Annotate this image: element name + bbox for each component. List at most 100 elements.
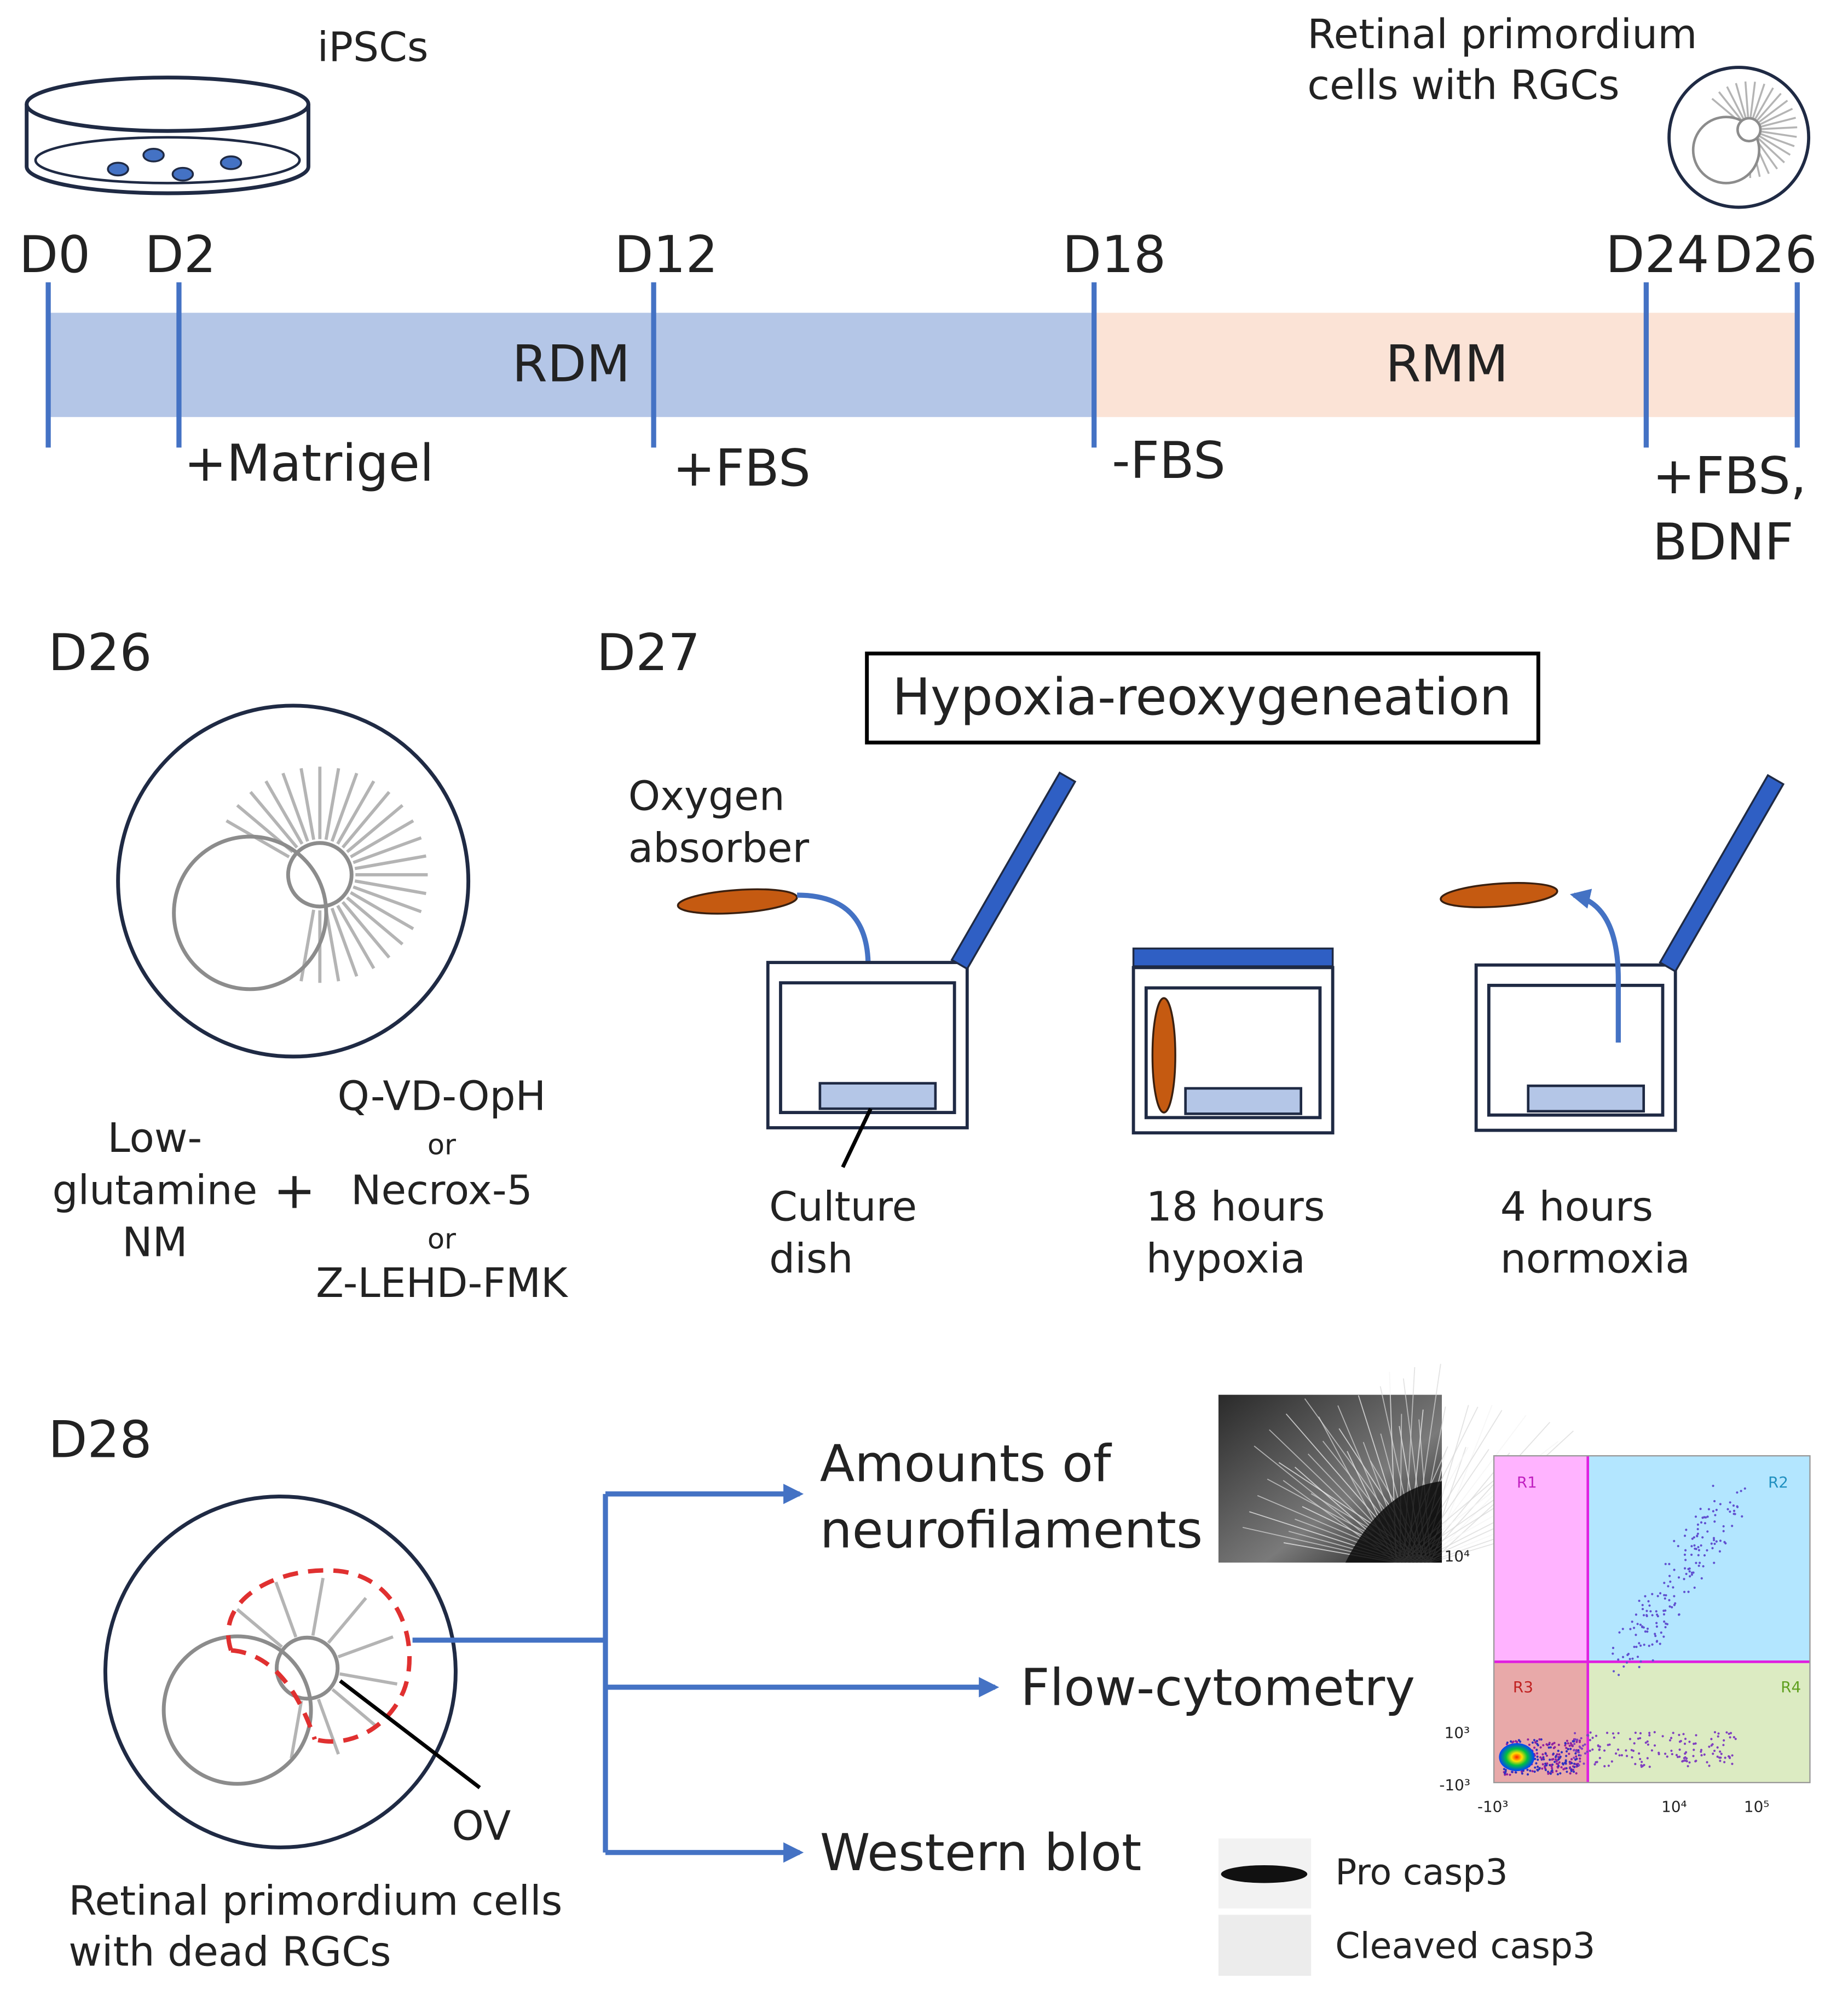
neurite-ray bbox=[1758, 100, 1788, 123]
event-dot bbox=[1711, 1743, 1714, 1746]
event-dot bbox=[1656, 1613, 1659, 1616]
event-dot bbox=[1638, 1642, 1641, 1645]
event-dot bbox=[1565, 1755, 1568, 1757]
event-dot bbox=[1720, 1752, 1723, 1755]
event-dot bbox=[1741, 1515, 1743, 1518]
event-dot bbox=[1663, 1620, 1666, 1623]
neurite-ray bbox=[1744, 81, 1749, 117]
event-dot bbox=[1546, 1762, 1549, 1765]
event-dot bbox=[1659, 1642, 1661, 1645]
event-dot bbox=[1584, 1752, 1587, 1755]
event-dot bbox=[1634, 1763, 1637, 1766]
event-dot bbox=[1663, 1582, 1666, 1584]
band-label-cleaved-casp3: Cleaved casp3 bbox=[1335, 1925, 1595, 1967]
event-dot bbox=[1722, 1744, 1725, 1746]
or-label-2: or bbox=[428, 1224, 456, 1256]
event-dot bbox=[1589, 1731, 1592, 1734]
organoid-icon bbox=[103, 1494, 481, 1849]
event-dot bbox=[1644, 1741, 1647, 1744]
inhibitor-z-lehd-fmk: Z-LEHD-FMK bbox=[316, 1259, 569, 1307]
section-d27: D27 Hypoxia-reoxygeneation Oxygen absorb… bbox=[597, 623, 1785, 1283]
event-dot bbox=[1558, 1753, 1561, 1756]
event-dot bbox=[1531, 1741, 1534, 1744]
event-dot bbox=[1557, 1744, 1560, 1746]
event-dot bbox=[1712, 1484, 1714, 1487]
event-dot bbox=[1695, 1561, 1697, 1564]
event-dot bbox=[1529, 1769, 1532, 1772]
event-dot bbox=[1556, 1753, 1558, 1756]
event-dot bbox=[1573, 1743, 1576, 1745]
event-dot bbox=[1678, 1755, 1681, 1758]
insert-arrow bbox=[797, 892, 879, 1045]
event-dot bbox=[1663, 1594, 1666, 1596]
event-dot bbox=[1683, 1590, 1686, 1593]
event-dot bbox=[1666, 1755, 1668, 1758]
event-dot bbox=[1509, 1740, 1512, 1743]
event-dot bbox=[1534, 1741, 1537, 1744]
event-dot bbox=[1554, 1756, 1557, 1758]
event-dot bbox=[1693, 1536, 1695, 1539]
event-dot bbox=[1664, 1626, 1667, 1629]
event-dot bbox=[1574, 1732, 1576, 1734]
event-dot bbox=[1618, 1631, 1621, 1634]
event-dot bbox=[1533, 1771, 1536, 1773]
event-dot bbox=[1677, 1576, 1680, 1579]
oxygen-absorber-icon bbox=[1151, 997, 1176, 1114]
event-dot bbox=[1580, 1748, 1584, 1750]
segment-rdm bbox=[48, 313, 1094, 417]
event-dot bbox=[1677, 1613, 1680, 1616]
event-dot bbox=[1573, 1756, 1575, 1759]
event-dot bbox=[1631, 1657, 1634, 1660]
event-dot bbox=[1512, 1740, 1515, 1743]
event-dot bbox=[1689, 1575, 1691, 1578]
event-dot bbox=[1537, 1758, 1539, 1761]
absorber-label-line2: absorber bbox=[628, 824, 810, 872]
event-dot bbox=[1570, 1762, 1573, 1764]
event-dot bbox=[1589, 1739, 1591, 1741]
neurite-ray bbox=[350, 891, 414, 931]
event-dot bbox=[1728, 1755, 1731, 1758]
event-dot bbox=[1654, 1635, 1657, 1637]
neurite-ray bbox=[324, 768, 340, 840]
day-label-d12: D12 bbox=[614, 225, 718, 284]
event-dot bbox=[1546, 1744, 1549, 1746]
event-dot bbox=[1598, 1757, 1601, 1760]
event-dot bbox=[1650, 1749, 1653, 1752]
caption-line1: Retinal primordium cells bbox=[68, 1877, 562, 1924]
event-dot bbox=[1580, 1737, 1583, 1740]
neurite-ray bbox=[327, 1597, 367, 1644]
hr-title: Hypoxia-reoxygeneation bbox=[892, 667, 1511, 726]
event-matrigel: +Matrigel bbox=[184, 434, 434, 493]
inhibitor-necrox-5: Necrox-5 bbox=[351, 1166, 533, 1214]
event-dot bbox=[1688, 1570, 1691, 1573]
gate-r1-region bbox=[1494, 1456, 1588, 1662]
event-dot bbox=[1684, 1752, 1687, 1755]
event-dot bbox=[1638, 1599, 1641, 1602]
event-dot bbox=[1646, 1627, 1649, 1630]
event-dot bbox=[1569, 1762, 1572, 1765]
neurite-ray bbox=[354, 879, 426, 895]
neurite-ray bbox=[324, 909, 340, 982]
event-dot bbox=[1671, 1606, 1673, 1608]
event-dot bbox=[1683, 1743, 1687, 1745]
event-dot bbox=[1629, 1628, 1632, 1630]
event-dot bbox=[1675, 1754, 1678, 1756]
event-dot bbox=[1731, 1525, 1734, 1527]
event-dot bbox=[1573, 1766, 1576, 1768]
event-dot bbox=[1642, 1614, 1645, 1617]
event-dot bbox=[1526, 1768, 1529, 1771]
neurite-ray bbox=[1718, 91, 1742, 120]
event-dot bbox=[1572, 1771, 1575, 1773]
event-dot bbox=[1558, 1761, 1561, 1764]
event-dot bbox=[1690, 1553, 1693, 1556]
event-dot bbox=[1713, 1561, 1716, 1564]
event-dot bbox=[1548, 1741, 1551, 1744]
neurite-ray bbox=[1726, 86, 1745, 119]
event-dot bbox=[1699, 1508, 1702, 1510]
event-dot bbox=[1672, 1732, 1674, 1734]
event-dot bbox=[1690, 1573, 1694, 1576]
event-dot bbox=[1551, 1767, 1554, 1769]
event-dot bbox=[1688, 1761, 1691, 1764]
neurite-ray bbox=[1760, 133, 1795, 147]
event-dot bbox=[1682, 1733, 1685, 1735]
